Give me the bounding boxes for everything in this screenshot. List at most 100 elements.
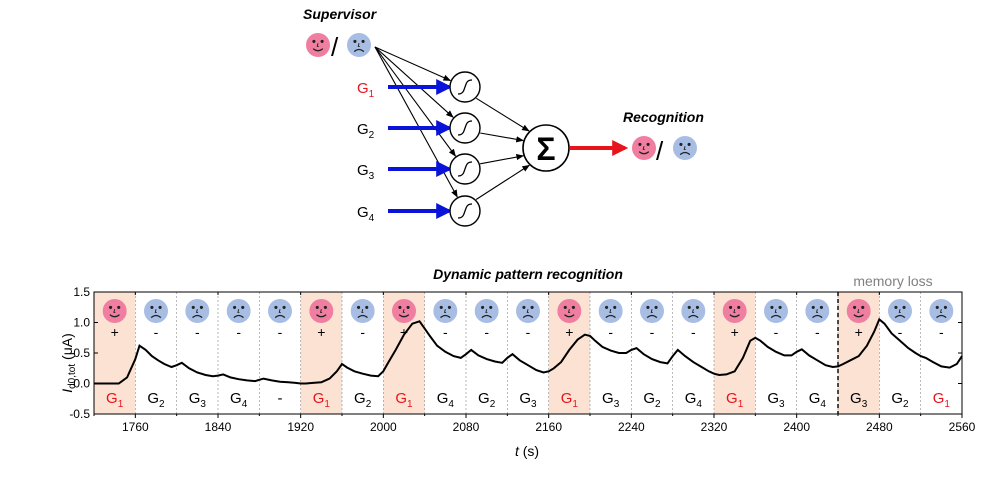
segment-label: G3	[189, 390, 207, 410]
shaded-regions	[94, 292, 880, 414]
segment-label: G3	[767, 390, 785, 410]
y-tick-label: 1.0	[73, 316, 90, 330]
sigmoid-icon	[457, 79, 473, 95]
y-tick-label: 0.5	[73, 346, 90, 360]
sad-face-icon	[516, 299, 540, 323]
segment-sign: -	[526, 324, 531, 340]
chart: Dynamic pattern recognition memory loss …	[59, 266, 976, 459]
sad-face-icon	[888, 299, 912, 323]
y-axis-label: Id0,tot (μA)	[59, 333, 78, 393]
segment-label: G1	[561, 390, 579, 410]
supervisor-lines	[374, 46, 458, 198]
segment-sign: -	[608, 324, 613, 340]
sum-symbol: Σ	[536, 131, 555, 167]
y-tick-label: 1.5	[73, 285, 90, 299]
segment-label: -	[278, 390, 283, 407]
x-axis-label: t (s)	[515, 443, 539, 459]
happy-face-icon	[392, 299, 416, 323]
supervisor-line-2	[374, 46, 454, 118]
x-tick-label: 1840	[205, 420, 232, 434]
segment-sign: -	[195, 324, 200, 340]
sad-face-icon	[805, 299, 830, 323]
segment-sign: -	[939, 324, 944, 340]
segment-signs: +----+-+---+---+--+--	[111, 324, 944, 340]
happy-face-icon	[309, 299, 334, 323]
x-tick-label: 2480	[866, 420, 893, 434]
x-tick-label: 2320	[701, 420, 728, 434]
segment-sign: -	[650, 324, 655, 340]
happy-face-icon	[102, 299, 127, 323]
segment-label: G2	[147, 390, 165, 410]
supervisor-label: Supervisor	[303, 6, 378, 22]
input-label-3: G3	[357, 162, 375, 182]
segment-label: G2	[354, 390, 372, 410]
supervisor-happy-face-icon	[306, 33, 330, 57]
sad-face-icon	[144, 299, 168, 323]
supervisor-line-3	[374, 46, 456, 157]
supervisor-sad-face-icon	[347, 33, 371, 57]
happy-face-icon	[722, 299, 747, 323]
x-tick-label: 1920	[287, 420, 314, 434]
segment-label: G4	[685, 390, 703, 410]
recognition-sad-face-icon	[673, 136, 697, 160]
recognition-slash: /	[656, 136, 664, 166]
neuron-to-sum-line-2	[480, 132, 524, 143]
segment-label: G4	[809, 390, 827, 410]
x-tick-label: 2240	[618, 420, 645, 434]
sad-face-icon	[929, 299, 954, 323]
segment-sign: -	[236, 324, 241, 340]
segment-label: G4	[230, 390, 248, 410]
sad-face-icon	[474, 299, 499, 323]
segment-sign: +	[111, 324, 119, 340]
sad-face-icon	[185, 299, 210, 323]
sad-face-icon	[681, 299, 706, 323]
sad-face-icon	[764, 299, 788, 323]
neuron-to-sum-line-4	[475, 164, 530, 200]
chart-title: Dynamic pattern recognition	[433, 266, 623, 282]
recognition-label: Recognition	[623, 109, 704, 125]
segment-label: G1	[726, 390, 744, 410]
sad-face-icon	[268, 299, 292, 323]
segment-sign: +	[317, 324, 325, 340]
happy-face-icon	[557, 299, 582, 323]
neurons	[449, 71, 530, 227]
segment-face-icons	[102, 299, 954, 323]
segment-sign: +	[400, 324, 408, 340]
segment-label: G1	[395, 390, 413, 410]
supervisor-line-4	[374, 46, 458, 198]
segment-sign: -	[898, 324, 903, 340]
x-tick-label: 2080	[453, 420, 480, 434]
segment-sign: -	[154, 324, 159, 340]
segment-label: G1	[106, 390, 124, 410]
segment-sign: -	[443, 324, 448, 340]
memory-loss-annotation: memory loss	[853, 273, 932, 289]
input-label-1: G1	[357, 80, 375, 100]
segment-label: G3	[850, 390, 868, 410]
segment-label: G3	[602, 390, 620, 410]
segment-label: G2	[891, 390, 909, 410]
segment-label: G1	[313, 390, 331, 410]
neuron-to-sum-line-3	[480, 154, 525, 165]
y-tick-label: -0.5	[69, 407, 90, 421]
x-tick-label: 2160	[535, 420, 562, 434]
segment-label: G2	[643, 390, 661, 410]
segment-label: G1	[933, 390, 951, 410]
segment-sign: +	[565, 324, 573, 340]
x-tick-label: 1760	[122, 420, 149, 434]
segment-label: G2	[478, 390, 496, 410]
input-label-4: G4	[357, 204, 375, 224]
x-tick-label: 2560	[949, 420, 976, 434]
happy-face-icon	[846, 299, 871, 323]
sad-face-icon	[433, 299, 458, 323]
segment-sign: +	[855, 324, 863, 340]
sigmoid-icon	[457, 161, 473, 177]
x-tick-label: 2000	[370, 420, 397, 434]
segment-sign: -	[691, 324, 696, 340]
y-axis: -0.50.00.51.01.5	[69, 285, 962, 421]
input-label-2: G2	[357, 121, 375, 141]
neuron-to-sum-line-1	[476, 97, 530, 132]
sum-node	[522, 124, 570, 172]
